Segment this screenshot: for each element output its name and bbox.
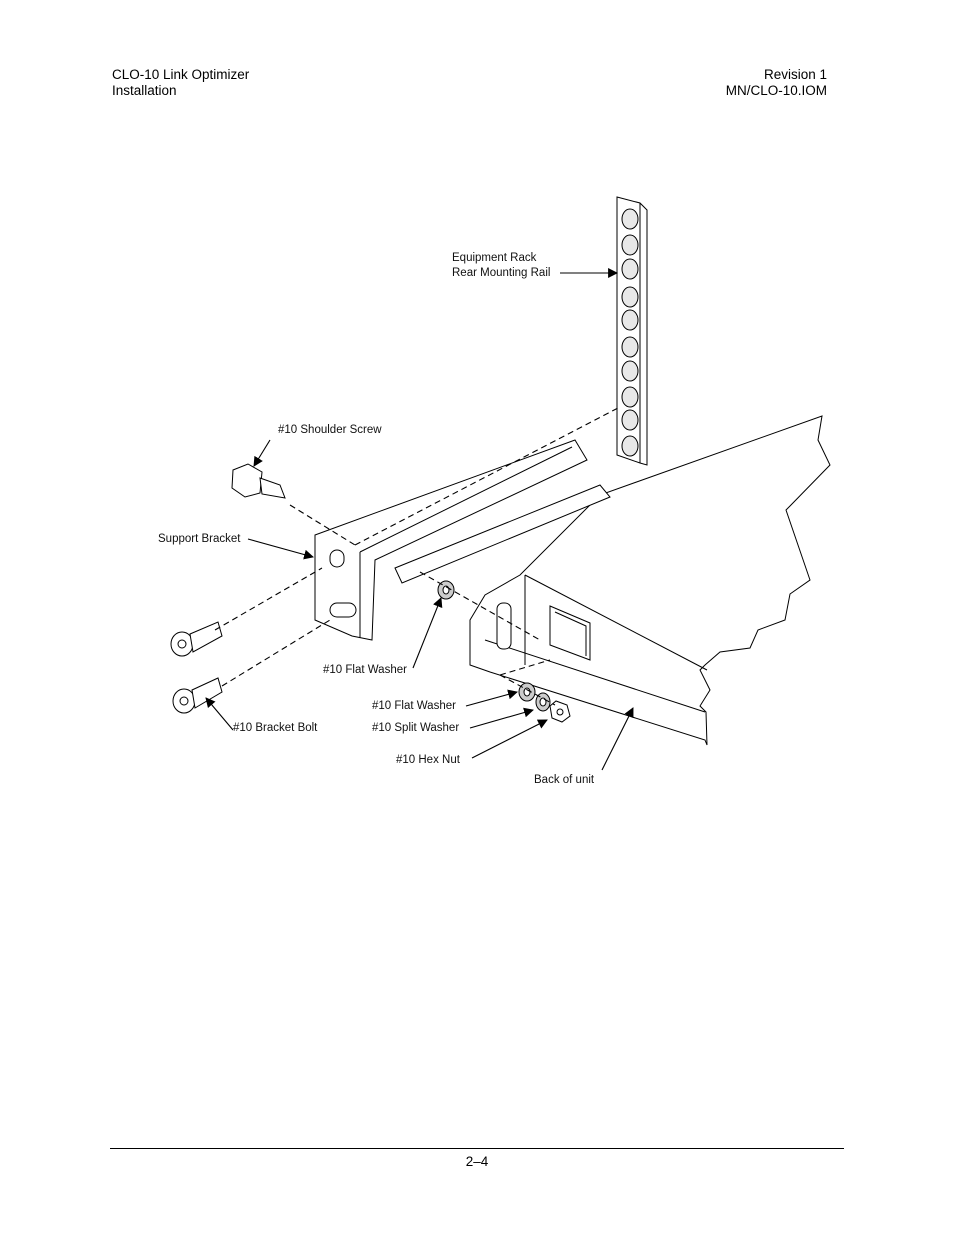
label-bracket-bolt: #10 Bracket Bolt <box>233 722 318 734</box>
doc-title: CLO-10 Link Optimizer <box>112 67 250 82</box>
shoulder-screw-illustration <box>231 463 286 499</box>
callout-arrows <box>205 268 634 771</box>
label-support-bracket: Support Bracket <box>158 533 241 545</box>
doc-number: MN/CLO-10.IOM <box>725 83 827 98</box>
label-split-washer: #10 Split Washer <box>372 722 459 734</box>
unit-back-panel-illustration <box>469 415 831 746</box>
label-back-of-unit: Back of unit <box>534 774 595 786</box>
label-hex-nut: #10 Hex Nut <box>396 754 461 766</box>
page-number: 2–4 <box>465 1154 489 1169</box>
label-shoulder-screw: #10 Shoulder Screw <box>278 424 382 436</box>
label-flat-washer-bottom: #10 Flat Washer <box>372 700 456 712</box>
header-left: CLO-10 Link Optimizer Installation <box>112 67 249 99</box>
doc-revision: Revision 1 <box>763 67 827 82</box>
label-flat-washer-top: #10 Flat Washer <box>323 664 407 676</box>
footer-divider <box>110 1148 844 1149</box>
rack-rail-illustration <box>616 196 648 466</box>
bracket-bolts-illustration <box>170 621 223 714</box>
support-bracket-illustration <box>314 439 611 641</box>
header-right: Revision 1 MN/CLO-10.IOM <box>726 67 827 99</box>
label-rack-rail: Equipment Rack <box>452 252 537 264</box>
hardware-illustration <box>437 580 571 723</box>
doc-section: Installation <box>112 83 177 98</box>
assembly-guide-lines <box>214 407 619 706</box>
label-rack-rail-line2: Rear Mounting Rail <box>452 267 550 279</box>
